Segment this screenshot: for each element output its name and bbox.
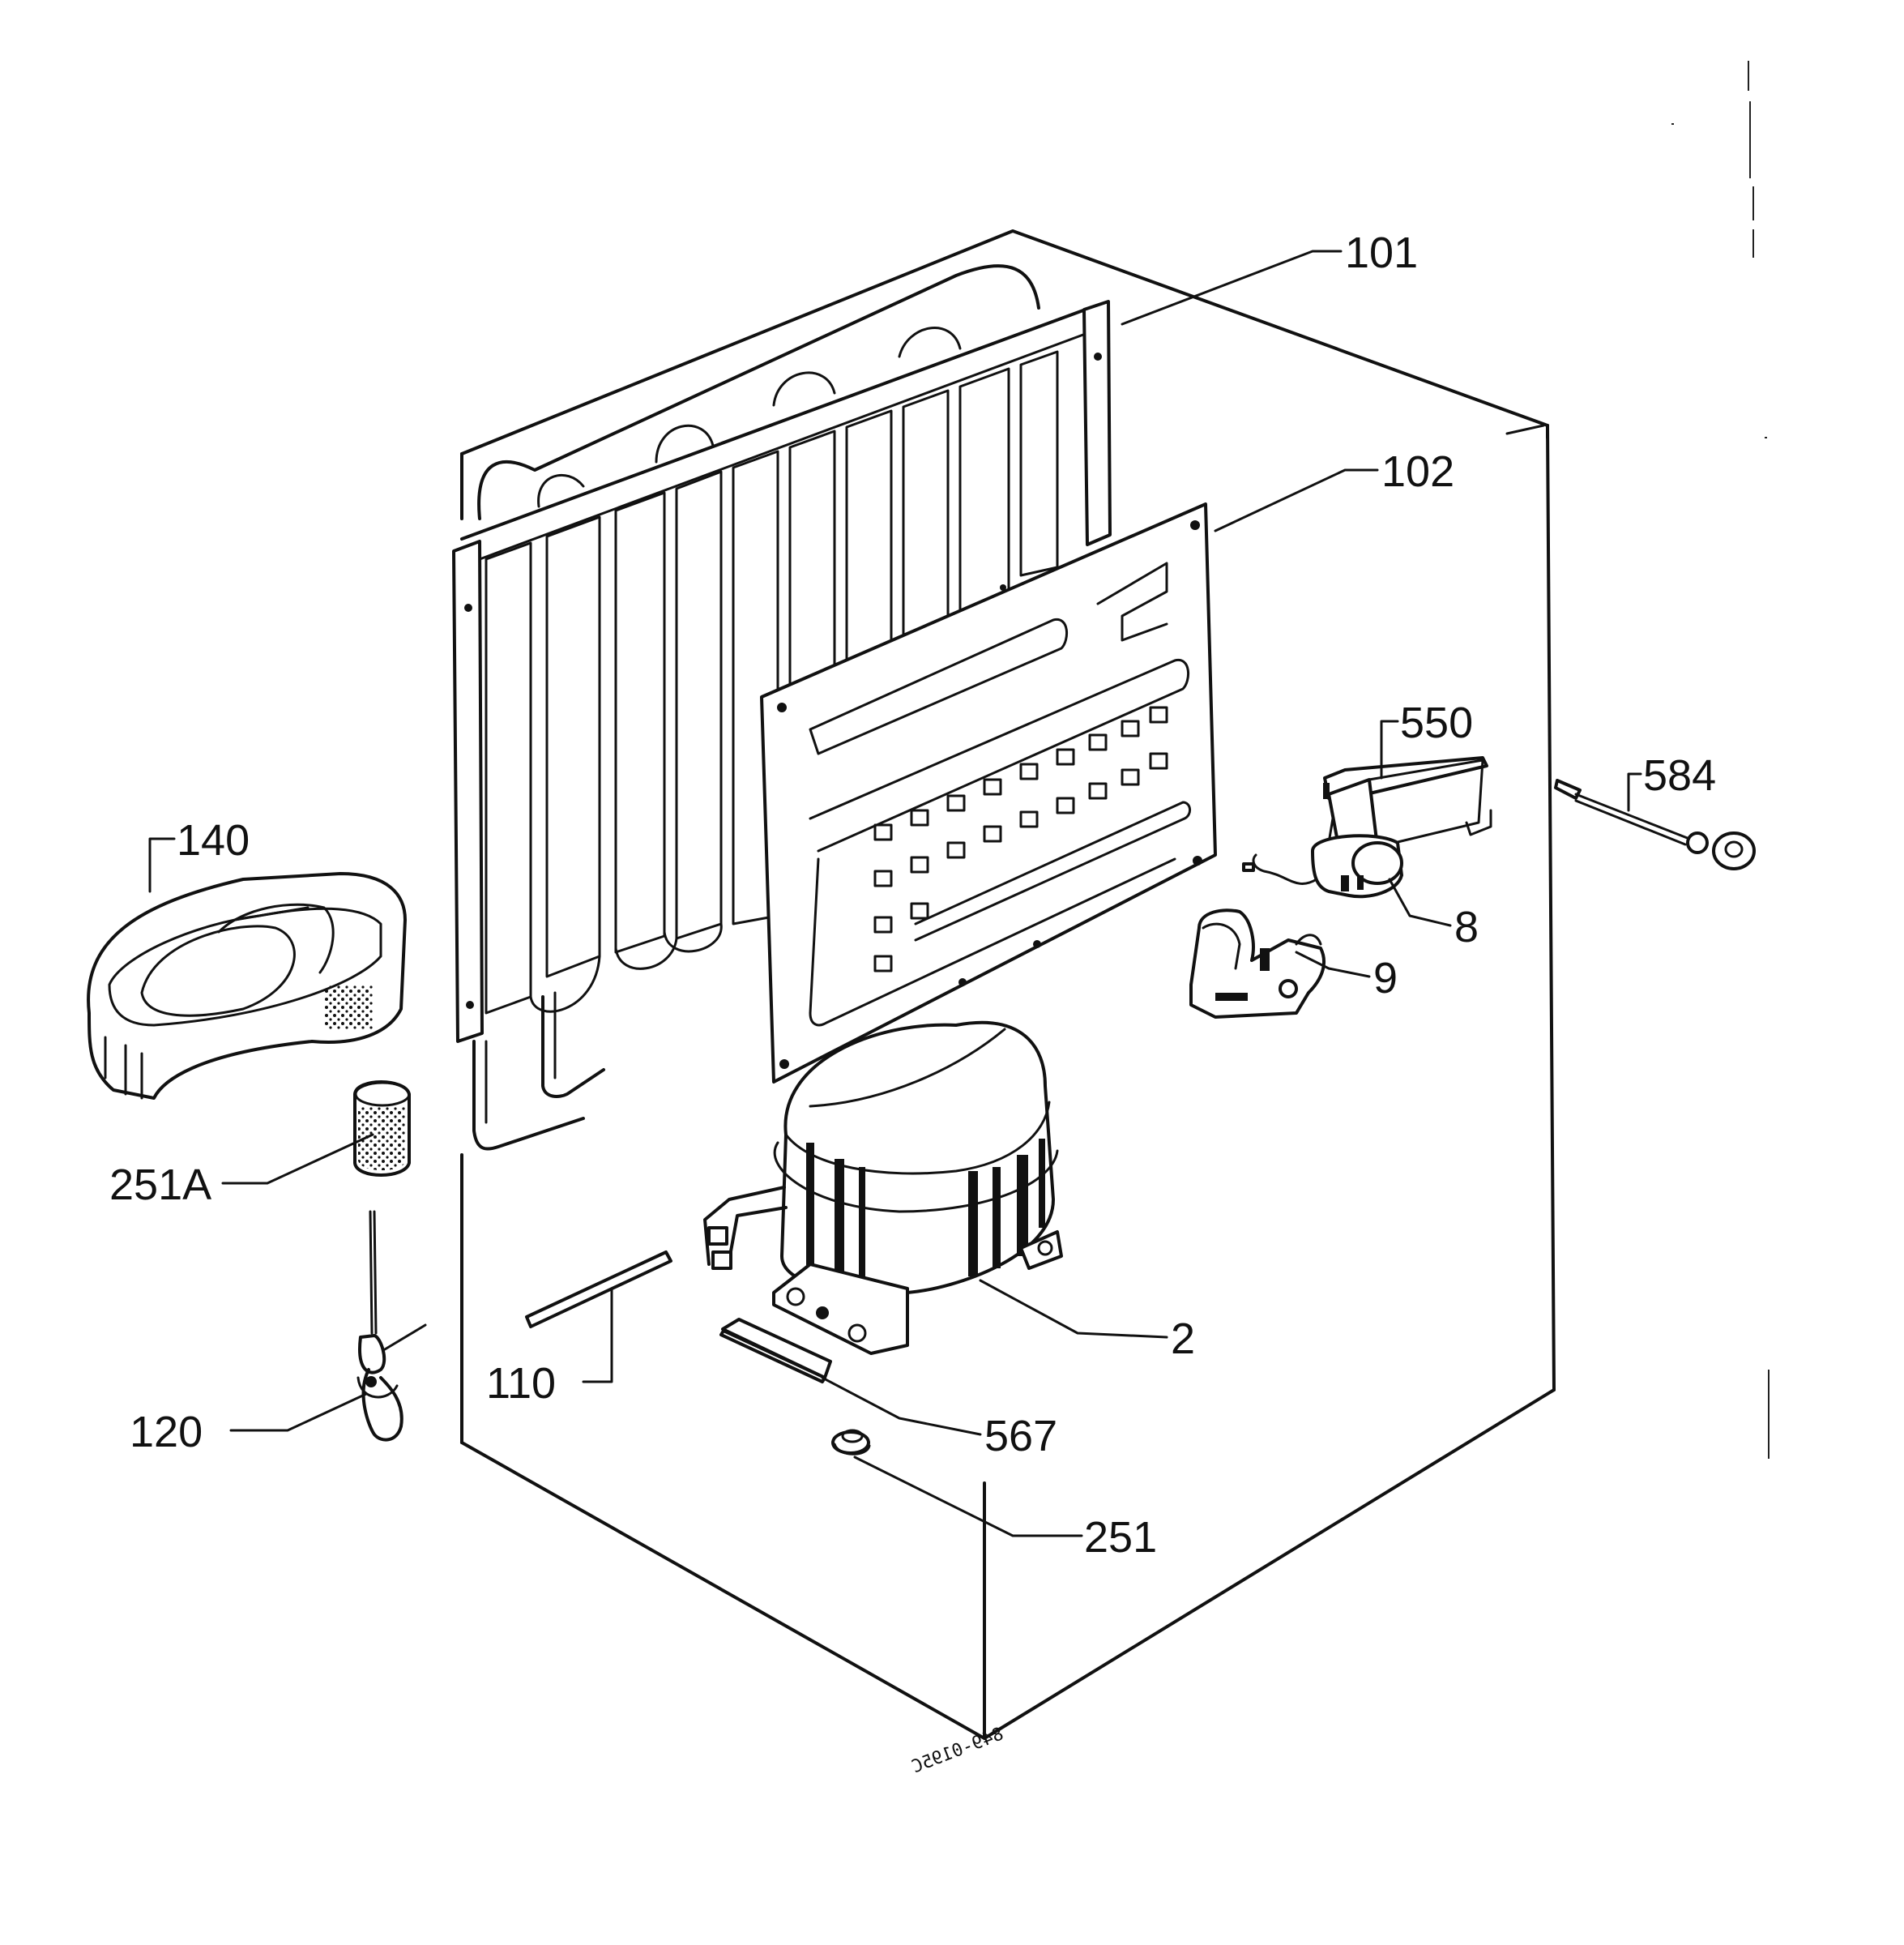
cabinet-outline — [460, 229, 1556, 1740]
callout-9: 9 — [1373, 954, 1398, 1002]
callout-110: 110 — [486, 1359, 556, 1408]
compressor — [703, 1020, 1063, 1355]
callout-140: 140 — [177, 816, 250, 865]
callout-251: 251 — [1084, 1513, 1157, 1562]
control-panel-buttons — [873, 706, 1168, 972]
callout-550: 550 — [1400, 699, 1473, 747]
valve — [356, 1210, 427, 1442]
tube — [525, 1250, 672, 1328]
callout-labels: 101 102 550 584 140 8 9 251A 2 110 120 5… — [109, 229, 1716, 1562]
callout-567: 567 — [984, 1412, 1057, 1460]
drawing-code: 849-0195C — [909, 1724, 1006, 1777]
leader-lines — [148, 250, 1642, 1537]
drip-tray — [87, 872, 407, 1100]
callout-102: 102 — [1381, 447, 1454, 496]
start-relay — [1189, 908, 1326, 1019]
control-panel — [760, 502, 1217, 1084]
callout-584: 584 — [1643, 751, 1716, 800]
callout-2: 2 — [1171, 1314, 1195, 1363]
callout-120: 120 — [130, 1408, 203, 1456]
overload-protector — [1242, 834, 1403, 899]
callout-101: 101 — [1345, 229, 1418, 277]
callout-8: 8 — [1454, 903, 1479, 951]
mounting-strip — [719, 1318, 832, 1383]
grommet — [831, 1429, 871, 1456]
bolt — [1554, 779, 1756, 870]
reference-lines — [1671, 61, 1770, 1459]
filter-drier — [353, 1080, 411, 1177]
callout-251A: 251A — [109, 1161, 211, 1209]
